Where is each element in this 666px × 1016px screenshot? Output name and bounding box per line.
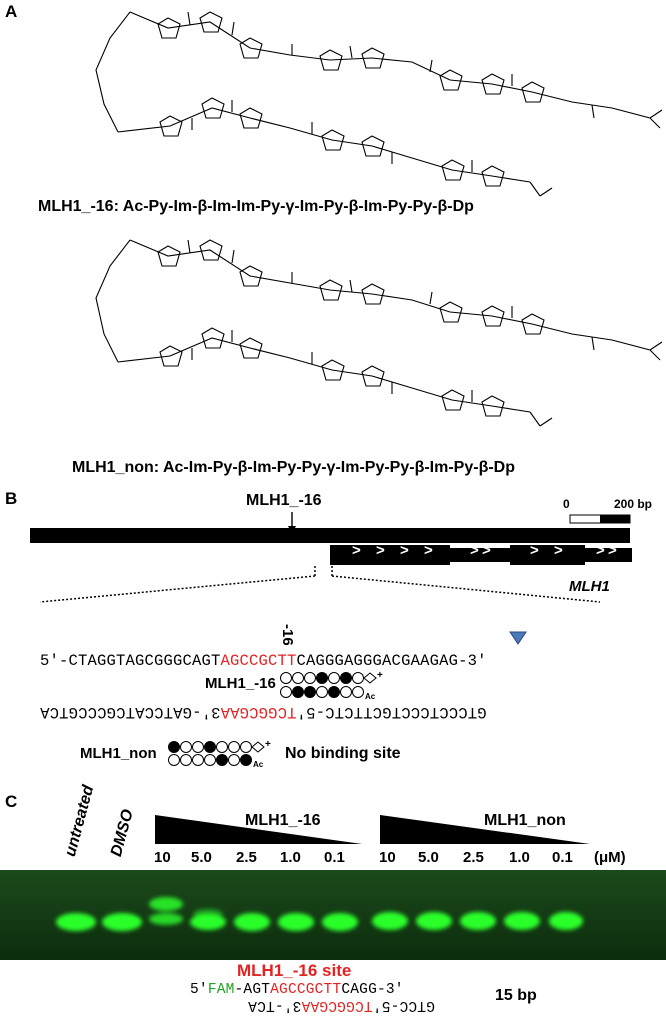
- compound2-label: MLH1_non: Ac-Im-Py-β-Im-Py-Py-γ-Im-Py-Py…: [72, 459, 515, 476]
- panel-c-letter: C: [5, 792, 18, 811]
- conc-label-1: 10: [154, 849, 171, 866]
- panel-a-structures: [95, 11, 663, 427]
- scale-start: 0: [563, 497, 570, 511]
- band-lane10: [549, 912, 583, 930]
- compound1-sequence: Ac-Py-Im-β-Im-Im-Py-γ-Im-Py-β-Im-Py-Py-β…: [122, 198, 474, 215]
- structure1-upper-strand: [129, 11, 651, 119]
- conc-label-5: 0.1: [324, 849, 345, 866]
- polyamide-bound-symbol: [280, 672, 377, 698]
- band-lane1: [149, 913, 183, 925]
- no-binding-site-label: No binding site: [285, 745, 401, 762]
- bottom-strand-sequence: GTCCCTCCCTGCTTCTC-5′TCGGCGAA3′-GATCCATCG…: [40, 703, 487, 721]
- conc-label-10: 0.1: [552, 849, 573, 866]
- band-lane5: [322, 913, 358, 931]
- band-lane6: [372, 912, 408, 930]
- panel-b-letter: B: [5, 489, 18, 508]
- probe-bottom-strand: GTCC-5′TCGGCGAA3′-TCA: [248, 997, 435, 1013]
- non-polyamide-label: MLH1_non: [80, 745, 157, 762]
- band-lane4: [278, 913, 314, 931]
- bound-ac: Ac: [365, 692, 376, 701]
- band-untreated: [56, 913, 96, 931]
- band-lane7: [416, 912, 452, 930]
- structure2-upper-strand: [129, 239, 651, 351]
- structure1-linker: [95, 11, 131, 133]
- gel-image: [0, 870, 666, 960]
- wedge-group2: [380, 815, 590, 844]
- scale-end: 200 bp: [614, 497, 653, 511]
- band-lane1-shift: [149, 897, 183, 911]
- top-strand-sequence: 5′-CTAGGTAGCGGGCAGTAGCCGCTTCAGGGAGGGACGA…: [40, 652, 487, 670]
- band-lane9: [504, 912, 540, 930]
- genomic-region-bar: [30, 528, 630, 543]
- compound2-sequence: Ac-Im-Py-β-Im-Py-Py-γ-Im-Py-Py-β-Im-Py-β…: [162, 459, 515, 476]
- conc-label-9: 1.0: [509, 849, 530, 866]
- structure2-linker: [95, 239, 131, 363]
- gene-map: [30, 512, 632, 603]
- polyamide-non-symbol: [168, 741, 265, 766]
- band-lane8: [460, 912, 496, 930]
- structure2-lower-strand: [117, 337, 531, 413]
- marker-triangle: [509, 631, 527, 645]
- conc-label-2: 5.0: [191, 849, 212, 866]
- structure1-lower-strand: [117, 107, 531, 183]
- band-lane2: [190, 914, 226, 930]
- conc-label-4: 1.0: [280, 849, 301, 866]
- conc-unit: (μM): [594, 849, 626, 866]
- position-label: -16: [279, 624, 296, 646]
- group2-label: MLH1_non: [484, 812, 566, 829]
- bound-polyamide-label: MLH1_-16: [205, 675, 276, 692]
- band-dmso: [102, 913, 142, 931]
- conc-label-6: 10: [379, 849, 396, 866]
- band-lane3: [234, 913, 270, 931]
- conc-label-3: 2.5: [236, 849, 257, 866]
- group1-label: MLH1_-16: [245, 812, 321, 829]
- conc-label-7: 5.0: [418, 849, 439, 866]
- bound-plus: +: [377, 670, 383, 681]
- concentration-wedges: [155, 815, 590, 844]
- non-plus: +: [265, 739, 271, 750]
- gene-label: MLH1: [569, 578, 610, 595]
- non-ac: Ac: [253, 760, 264, 769]
- panel-a-letter: A: [5, 2, 18, 21]
- probe-top-strand: 5′FAM-AGTAGCCGCTTCAGG-3′: [190, 982, 404, 998]
- compound1-label: MLH1_-16: Ac-Py-Im-β-Im-Im-Py-γ-Im-Py-β-…: [38, 198, 474, 215]
- conc-label-8: 2.5: [463, 849, 484, 866]
- binding-site-arrow-label: MLH1_-16: [246, 492, 322, 509]
- probe-length: 15 bp: [495, 987, 537, 1004]
- wedge-group1: [155, 815, 362, 844]
- site-label: MLH1_-16 site: [237, 961, 352, 980]
